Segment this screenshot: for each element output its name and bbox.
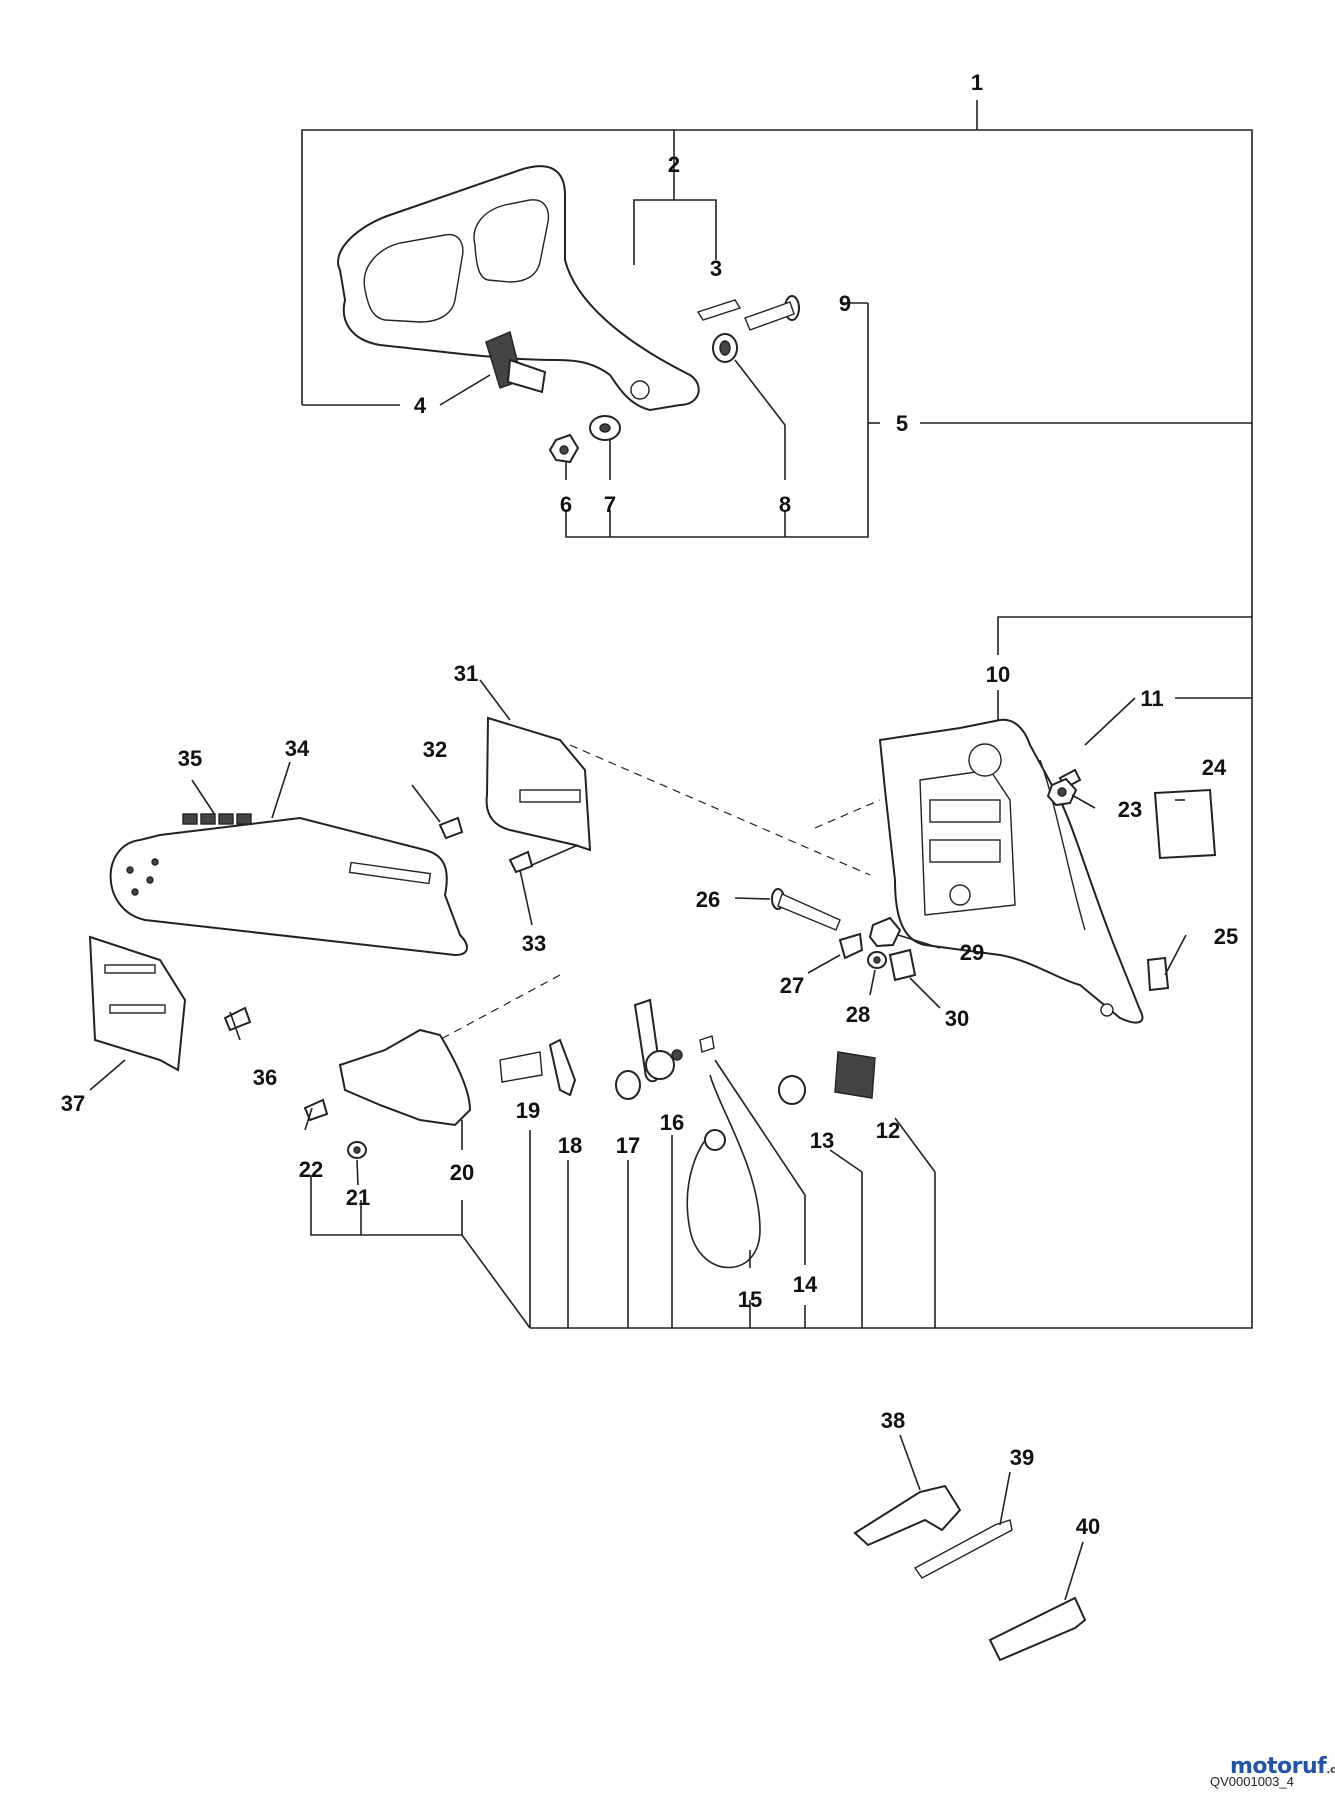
callout-31: 31 (454, 661, 478, 686)
pin (696, 299, 742, 321)
callout-35: 35 (178, 746, 202, 771)
spring-plate (633, 998, 683, 1083)
callout-4: 4 (414, 393, 427, 418)
callout-16: 16 (660, 1110, 684, 1135)
adjuster-bolt (771, 888, 841, 931)
saw-chain (182, 813, 252, 825)
callout-32: 32 (423, 737, 447, 762)
bushing (712, 333, 738, 363)
guide-plate (485, 716, 592, 852)
callout-23: 23 (1118, 797, 1142, 822)
guide-screw (508, 850, 534, 874)
callout-7: 7 (604, 492, 616, 517)
callout-21: 21 (346, 1185, 370, 1210)
callout-14: 14 (793, 1272, 818, 1297)
assembly-dashed-lines (429, 744, 881, 1046)
callout-26: 26 (696, 887, 720, 912)
callout-10: 10 (986, 662, 1010, 687)
callout-5: 5 (896, 411, 908, 436)
callout-17: 17 (616, 1133, 640, 1158)
brake-bushing (778, 1075, 806, 1105)
callout-15: 15 (738, 1287, 762, 1312)
assembly-lines (301, 100, 1253, 1329)
rubber-block (834, 1051, 876, 1099)
callout-8: 8 (779, 492, 791, 517)
callout-18: 18 (558, 1133, 582, 1158)
callout-25: 25 (1214, 924, 1238, 949)
brand-suffix: .de (1326, 1763, 1335, 1776)
chain-catcher (338, 1028, 472, 1127)
callout-leaders (89, 679, 1187, 1601)
callout-36: 36 (253, 1065, 277, 1090)
shoulder-bolt (744, 295, 800, 331)
brand-name: motoruf (1230, 1754, 1327, 1779)
callout-numbers: 1 2 3 4 5 6 7 8 9 10 11 12 13 14 15 16 1… (61, 70, 1238, 1539)
diagram-code: QV0001003_4 (1210, 1774, 1294, 1789)
bar-nut (868, 916, 902, 948)
callout-11: 11 (1140, 686, 1163, 711)
callout-6: 6 (560, 492, 572, 517)
callout-27: 27 (780, 973, 804, 998)
plate (1146, 956, 1170, 992)
adjuster-nut (867, 951, 887, 969)
callout-30: 30 (945, 1006, 969, 1031)
catcher-nut (347, 1141, 367, 1159)
callout-33: 33 (522, 931, 546, 956)
bar-plate (88, 935, 187, 1072)
warning-label (1153, 788, 1217, 860)
clutch-cover (878, 718, 1144, 1024)
guide-plate-screw (438, 816, 464, 840)
callout-20: 20 (450, 1160, 474, 1185)
callout-37: 37 (61, 1091, 85, 1116)
callout-29: 29 (960, 940, 984, 965)
callout-22: 22 (299, 1157, 323, 1182)
callout-28: 28 (846, 1002, 870, 1027)
callout-34: 34 (285, 736, 310, 761)
callout-19: 19 (516, 1098, 540, 1123)
guide-bar (109, 816, 468, 957)
front-hand-guard (337, 165, 700, 412)
callout-13: 13 (810, 1128, 834, 1153)
callout-38: 38 (881, 1408, 905, 1433)
plate-screw (223, 1006, 252, 1032)
brake-band (686, 1035, 761, 1269)
collar (615, 1070, 641, 1100)
brand-logo: motoruf.de (1230, 1754, 1335, 1779)
adjuster-pin (838, 932, 864, 960)
nut (548, 433, 580, 464)
callout-1: 1 (971, 70, 983, 95)
clip-strip (506, 358, 547, 394)
brake-lever (548, 1038, 577, 1097)
callout-24: 24 (1202, 755, 1227, 780)
washer (589, 415, 621, 441)
callout-2: 2 (668, 152, 680, 177)
spring (499, 1051, 543, 1083)
callout-39: 39 (1010, 1445, 1034, 1470)
adjuster-plate (888, 948, 917, 982)
tool-set (853, 1484, 1087, 1662)
callout-40: 40 (1076, 1514, 1100, 1539)
cover-nut (1046, 777, 1078, 807)
callout-12: 12 (876, 1118, 900, 1143)
callout-9: 9 (839, 291, 851, 316)
callout-3: 3 (710, 256, 722, 281)
